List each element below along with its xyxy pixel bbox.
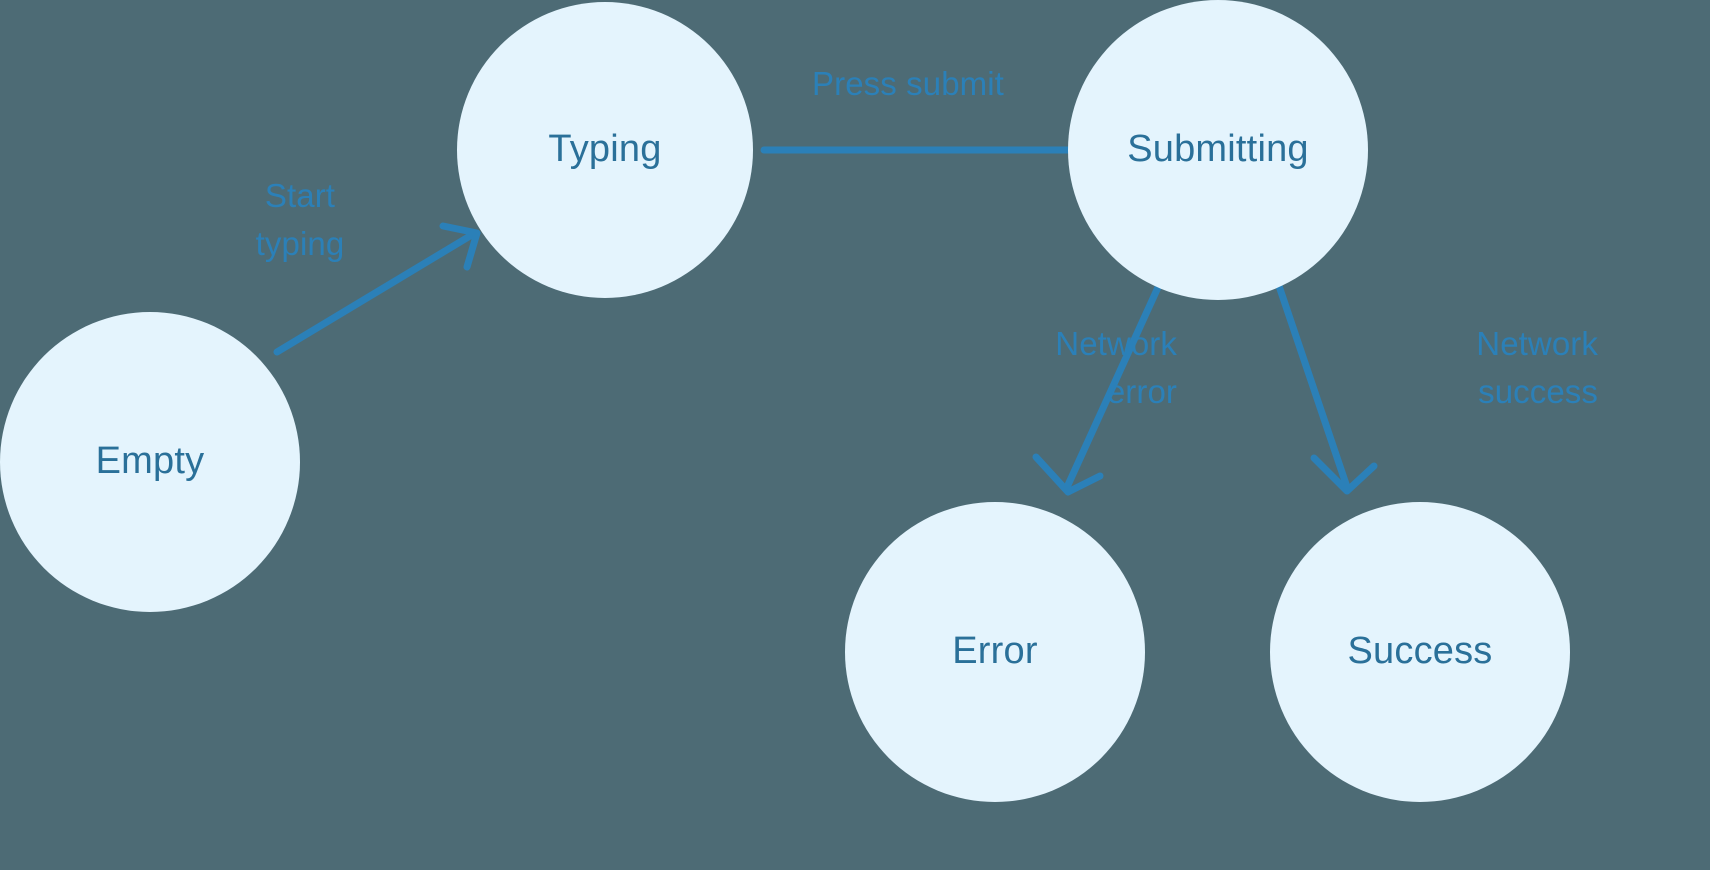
state-node-empty-label: Empty: [95, 440, 205, 483]
state-node-submitting-label: Submitting: [1127, 128, 1309, 171]
state-node-typing[interactable]: Typing: [457, 2, 753, 298]
edge-submitting-to-success: [1274, 279, 1378, 495]
edge-empty-to-typing: [273, 222, 481, 356]
edge-label-network-success: Network success: [1476, 325, 1598, 410]
state-node-error-label: Error: [952, 630, 1038, 673]
state-node-submitting[interactable]: Submitting: [1068, 0, 1368, 300]
edge-label-press-submit: Press submit: [812, 65, 1004, 102]
state-node-success[interactable]: Success: [1270, 502, 1570, 802]
edge-submitting-to-error: [1032, 279, 1164, 496]
state-node-typing-label: Typing: [548, 128, 662, 171]
edge-label-start-typing: Start typing: [255, 177, 345, 262]
state-node-success-label: Success: [1347, 630, 1493, 673]
state-node-empty[interactable]: Empty: [0, 312, 300, 612]
state-node-error[interactable]: Error: [845, 502, 1145, 802]
edge-label-network-error: Network error: [1055, 325, 1177, 410]
